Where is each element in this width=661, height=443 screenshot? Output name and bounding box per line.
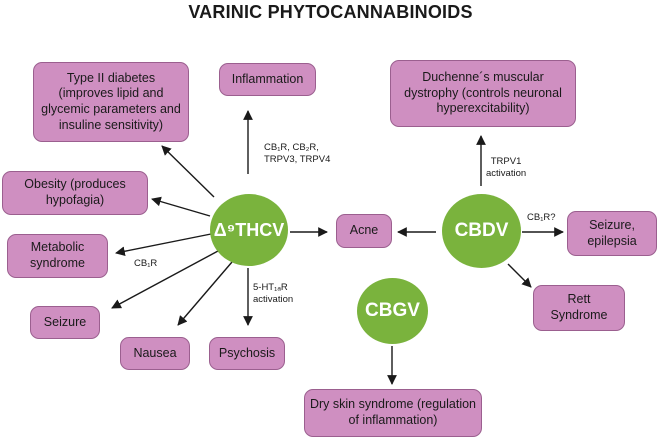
node-cbgv: CBGV	[357, 278, 428, 344]
diagram-title: VARINIC PHYTOCANNABINOIDS	[188, 2, 473, 22]
box-acne: Acne	[336, 214, 392, 248]
box-metabolic-syndrome: Metabolic syndrome	[7, 234, 108, 278]
label-cb1-cb2-line1: CB₁R, CB₂R,	[264, 142, 319, 153]
label-trpv1-line2: activation	[486, 167, 527, 179]
label-cb1-cb2-line2: TRPV3, TRPV4	[264, 153, 331, 165]
arrow-cbdv-rett	[507, 263, 532, 288]
label-cb1r: CB₁R	[134, 258, 158, 269]
box-dry-skin-syndrome: Dry skin syndrome (regulation of inflamm…	[304, 389, 482, 437]
box-nausea: Nausea	[120, 337, 190, 370]
label-cb1-cb2-trpv: CB₁R, CB₂R, TRPV3, TRPV4	[264, 142, 330, 166]
arrow-thcv-metabolic	[115, 233, 212, 257]
node-thcv: Δ⁹THCV	[210, 194, 288, 266]
label-trpv1-line1: TRPV1	[490, 156, 522, 167]
label-5ht1a-activation: 5-HT₁ₐR activation	[253, 282, 293, 306]
box-seizure-epilepsia: Seizure, epilepsia	[567, 211, 657, 256]
box-duchenne: Duchenne´s muscular dystrophy (controls …	[390, 60, 576, 127]
box-obesity: Obesity (produces hypofagia)	[2, 171, 148, 215]
box-type-ii-diabetes: Type II diabetes (improves lipid and gly…	[33, 62, 189, 142]
node-cbdv: CBDV	[442, 194, 521, 268]
label-trpv1-activation: TRPV1 activation	[486, 156, 526, 180]
arrow-thcv-diabetes	[161, 145, 215, 198]
arrow-thcv-seizure	[111, 250, 219, 309]
box-psychosis: Psychosis	[209, 337, 285, 370]
label-cb1r-question: CB₁R?	[527, 212, 556, 223]
arrow-thcv-obesity	[151, 196, 211, 217]
box-inflammation: Inflammation	[219, 63, 316, 96]
label-5ht1a-line2: activation	[253, 293, 294, 305]
box-rett-syndrome: Rett Syndrome	[533, 285, 625, 331]
arrow-thcv-nausea	[177, 261, 233, 326]
box-seizure: Seizure	[30, 306, 100, 339]
label-5ht1a-line1: 5-HT₁ₐR	[253, 282, 288, 293]
